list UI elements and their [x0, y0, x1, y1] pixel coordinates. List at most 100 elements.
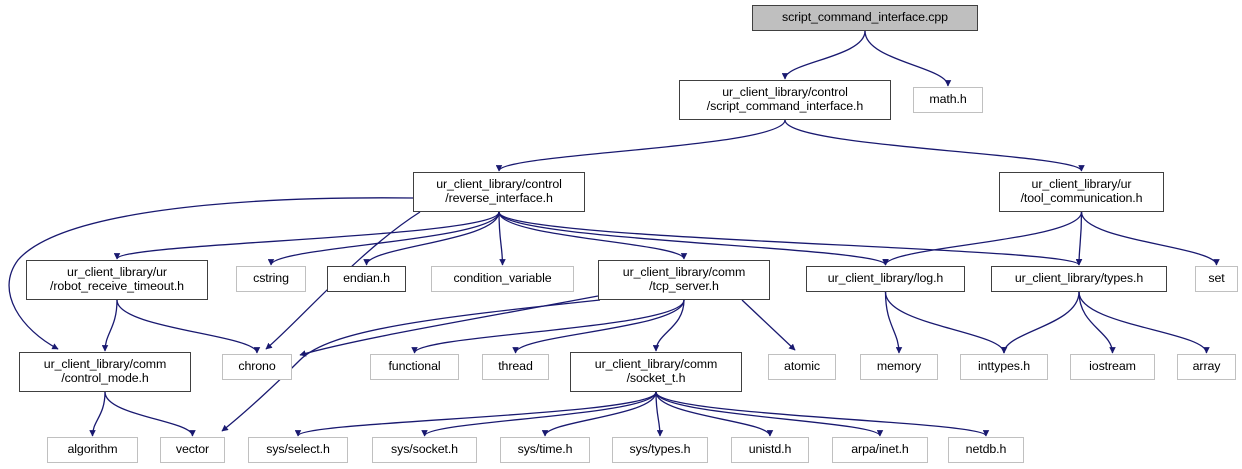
graph-edge-socket_t-to-sys_types: [655, 391, 664, 437]
graph-node-atomic[interactable]: atomic: [768, 354, 836, 380]
graph-edge-tcp_server-to-thread: [512, 299, 685, 354]
graph-node-sys_types[interactable]: sys/types.h: [612, 437, 708, 463]
graph-node-label: vector: [175, 442, 210, 457]
graph-node-label: ur_client_library/ur /robot_receive_time…: [50, 265, 184, 293]
graph-node-socket_t[interactable]: ur_client_library/comm /socket_t.h: [570, 352, 742, 392]
graph-node-label: ur_client_library/control /reverse_inter…: [436, 177, 562, 205]
graph-node-control_mode[interactable]: ur_client_library/comm /control_mode.h: [19, 352, 191, 392]
graph-edge-socket_t-to-netdb: [655, 391, 990, 437]
graph-node-label: algorithm: [67, 442, 118, 457]
graph-node-label: ur_client_library/control /script_comman…: [706, 85, 864, 113]
graph-node-memory[interactable]: memory: [860, 354, 938, 380]
graph-edge-rev_iface-to-robot_timeout: [113, 211, 500, 260]
graph-node-label: memory: [876, 359, 922, 374]
graph-node-label: inttypes.h: [977, 359, 1031, 374]
graph-node-label: sys/types.h: [629, 442, 691, 457]
graph-node-label: thread: [498, 359, 533, 374]
graph-edge-rev_iface-to-tcp_server: [498, 211, 688, 260]
graph-node-chrono[interactable]: chrono: [222, 354, 292, 380]
graph-node-types_h[interactable]: ur_client_library/types.h: [991, 266, 1167, 292]
graph-node-sys_select[interactable]: sys/select.h: [248, 437, 348, 463]
graph-edge-root-to-math_h: [864, 30, 952, 87]
graph-node-thread[interactable]: thread: [482, 354, 549, 380]
graph-node-label: arpa/inet.h: [851, 442, 909, 457]
graph-node-sci_h[interactable]: ur_client_library/control /script_comman…: [679, 80, 891, 120]
graph-edge-log_h-to-inttypes: [884, 291, 1008, 354]
graph-node-label: ur_client_library/ur /tool_communication…: [1020, 177, 1143, 205]
graph-edge-socket_t-to-sys_time: [541, 391, 657, 437]
graph-node-label: netdb.h: [965, 442, 1007, 457]
graph-edge-types_h-to-iostream: [1078, 291, 1116, 354]
graph-node-label: iostream: [1089, 359, 1136, 374]
graph-node-inttypes[interactable]: inttypes.h: [960, 354, 1048, 380]
graph-edge-log_h-to-memory: [884, 291, 903, 354]
graph-edge-tcp_server-to-atomic: [741, 299, 796, 351]
graph-edge-rev_iface-to-cond_var: [498, 211, 506, 266]
graph-node-endian_h[interactable]: endian.h: [327, 266, 406, 292]
graph-node-label: sys/select.h: [266, 442, 330, 457]
graph-node-label: set: [1208, 271, 1225, 286]
graph-edge-rev_iface-to-cstring: [267, 211, 500, 266]
graph-node-tcp_server[interactable]: ur_client_library/comm /tcp_server.h: [598, 260, 770, 300]
graph-node-sys_socket[interactable]: sys/socket.h: [372, 437, 477, 463]
graph-node-label: sys/time.h: [517, 442, 573, 457]
graph-node-label: atomic: [784, 359, 820, 374]
graph-edge-tool_comm-to-log_h: [882, 211, 1083, 266]
graph-node-label: functional: [388, 359, 441, 374]
graph-node-label: chrono: [238, 359, 276, 374]
graph-edge-tool_comm-to-types_h: [1075, 211, 1083, 266]
graph-node-label: ur_client_library/comm /socket_t.h: [594, 357, 718, 385]
graph-node-label: script_command_interface.cpp: [782, 10, 948, 25]
graph-edge-tool_comm-to-set: [1080, 211, 1220, 266]
graph-edge-control_mode-to-vector: [104, 391, 196, 437]
graph-edge-socket_t-to-unistd: [655, 391, 774, 437]
graph-edge-root-to-sci_h: [781, 30, 866, 80]
graph-node-log_h[interactable]: ur_client_library/log.h: [806, 266, 965, 292]
graph-node-set[interactable]: set: [1195, 266, 1238, 292]
graph-node-label: math.h: [929, 92, 967, 107]
graph-node-iostream[interactable]: iostream: [1070, 354, 1155, 380]
graph-node-label: endian.h: [343, 271, 390, 286]
graph-edge-socket_t-to-sys_select: [294, 391, 657, 437]
graph-node-label: condition_variable: [453, 271, 552, 286]
graph-edge-tcp_server-to-socket_t: [652, 299, 685, 352]
graph-node-sys_time[interactable]: sys/time.h: [500, 437, 590, 463]
graph-node-array[interactable]: array: [1177, 354, 1236, 380]
graph-node-cstring[interactable]: cstring: [236, 266, 306, 292]
graph-node-rev_iface[interactable]: ur_client_library/control /reverse_inter…: [413, 172, 585, 212]
graph-node-tool_comm[interactable]: ur_client_library/ur /tool_communication…: [999, 172, 1164, 212]
graph-node-cond_var[interactable]: condition_variable: [431, 266, 574, 292]
graph-edge-types_h-to-array: [1078, 291, 1210, 354]
graph-node-label: ur_client_library/comm /control_mode.h: [43, 357, 167, 385]
graph-edge-types_h-to-inttypes: [1000, 291, 1080, 354]
graph-node-label: ur_client_library/types.h: [1014, 271, 1144, 286]
graph-edge-sci_h-to-rev_iface: [495, 119, 786, 172]
graph-edge-rev_iface-to-endian_h: [363, 211, 500, 266]
graph-node-functional[interactable]: functional: [370, 354, 459, 380]
graph-node-math_h[interactable]: math.h: [913, 87, 983, 113]
graph-node-vector[interactable]: vector: [160, 437, 225, 463]
graph-node-label: ur_client_library/log.h: [827, 271, 944, 286]
graph-edge-socket_t-to-sys_socket: [421, 391, 657, 437]
graph-node-label: cstring: [253, 271, 289, 286]
graph-node-label: unistd.h: [748, 442, 792, 457]
graph-edge-rev_iface-to-log_h: [498, 211, 889, 266]
graph-node-label: ur_client_library/comm /tcp_server.h: [622, 265, 746, 293]
graph-edge-control_mode-to-algorithm: [89, 391, 106, 437]
graph-node-algorithm[interactable]: algorithm: [47, 437, 138, 463]
graph-edge-tcp_server-to-functional: [411, 299, 685, 354]
graph-node-netdb[interactable]: netdb.h: [948, 437, 1024, 463]
graph-node-robot_timeout[interactable]: ur_client_library/ur /robot_receive_time…: [26, 260, 208, 300]
graph-edge-tcp_server-to-chrono: [299, 295, 599, 357]
graph-node-arpa_inet[interactable]: arpa/inet.h: [832, 437, 928, 463]
graph-node-root[interactable]: script_command_interface.cpp: [752, 5, 978, 31]
graph-edge-rev_iface-to-types_h: [498, 211, 1083, 266]
graph-edge-robot_timeout-to-chrono: [116, 299, 261, 354]
graph-edge-socket_t-to-arpa_inet: [655, 391, 884, 437]
graph-edge-robot_timeout-to-control_mode: [101, 299, 118, 352]
graph-node-label: sys/socket.h: [391, 442, 458, 457]
graph-edge-sci_h-to-tool_comm: [784, 119, 1085, 172]
graph-node-unistd[interactable]: unistd.h: [731, 437, 809, 463]
